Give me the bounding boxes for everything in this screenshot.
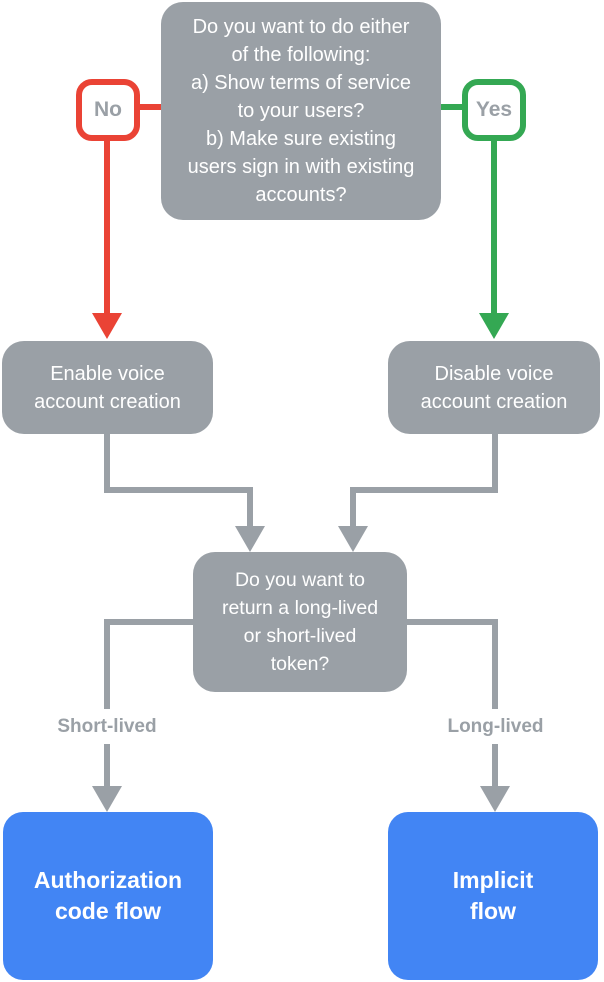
edge-token-left-horizontal bbox=[104, 619, 193, 625]
edge-token-right-horizontal bbox=[407, 619, 498, 625]
edge-yes-horizontal bbox=[441, 104, 463, 110]
arrowhead-disable-icon bbox=[338, 526, 368, 552]
node-disable-voice-account-creation: Disable voice account creation bbox=[388, 341, 600, 434]
node-authorization-code-flow: Authorization code flow bbox=[3, 812, 213, 980]
edge-enable-across bbox=[104, 487, 253, 493]
edge-token-right-vertical bbox=[492, 619, 498, 788]
edge-enable-into-token bbox=[247, 487, 253, 527]
arrowhead-long-lived-icon bbox=[480, 786, 510, 812]
answer-badge-no: No bbox=[76, 79, 140, 141]
edge-label-long-lived: Long-lived bbox=[411, 709, 580, 744]
edge-no-vertical bbox=[104, 139, 110, 313]
answer-badge-yes: Yes bbox=[462, 79, 526, 141]
edge-yes-vertical bbox=[491, 139, 497, 313]
edge-label-short-lived: Short-lived bbox=[22, 709, 192, 744]
arrowhead-enable-icon bbox=[235, 526, 265, 552]
node-implicit-flow: Implicit flow bbox=[388, 812, 598, 980]
edge-disable-across bbox=[350, 487, 498, 493]
decision-node-terms-question: Do you want to do either of the followin… bbox=[161, 2, 441, 220]
arrowhead-short-lived-icon bbox=[92, 786, 122, 812]
edge-no-horizontal bbox=[138, 104, 161, 110]
decision-node-token-question: Do you want to return a long-lived or sh… bbox=[193, 552, 407, 692]
edge-enable-down bbox=[104, 434, 110, 493]
node-enable-voice-account-creation: Enable voice account creation bbox=[2, 341, 213, 434]
edge-disable-down bbox=[492, 434, 498, 493]
arrowhead-no-icon bbox=[92, 313, 122, 339]
arrowhead-yes-icon bbox=[479, 313, 509, 339]
edge-token-left-vertical bbox=[104, 619, 110, 788]
edge-disable-into-token bbox=[350, 487, 356, 527]
